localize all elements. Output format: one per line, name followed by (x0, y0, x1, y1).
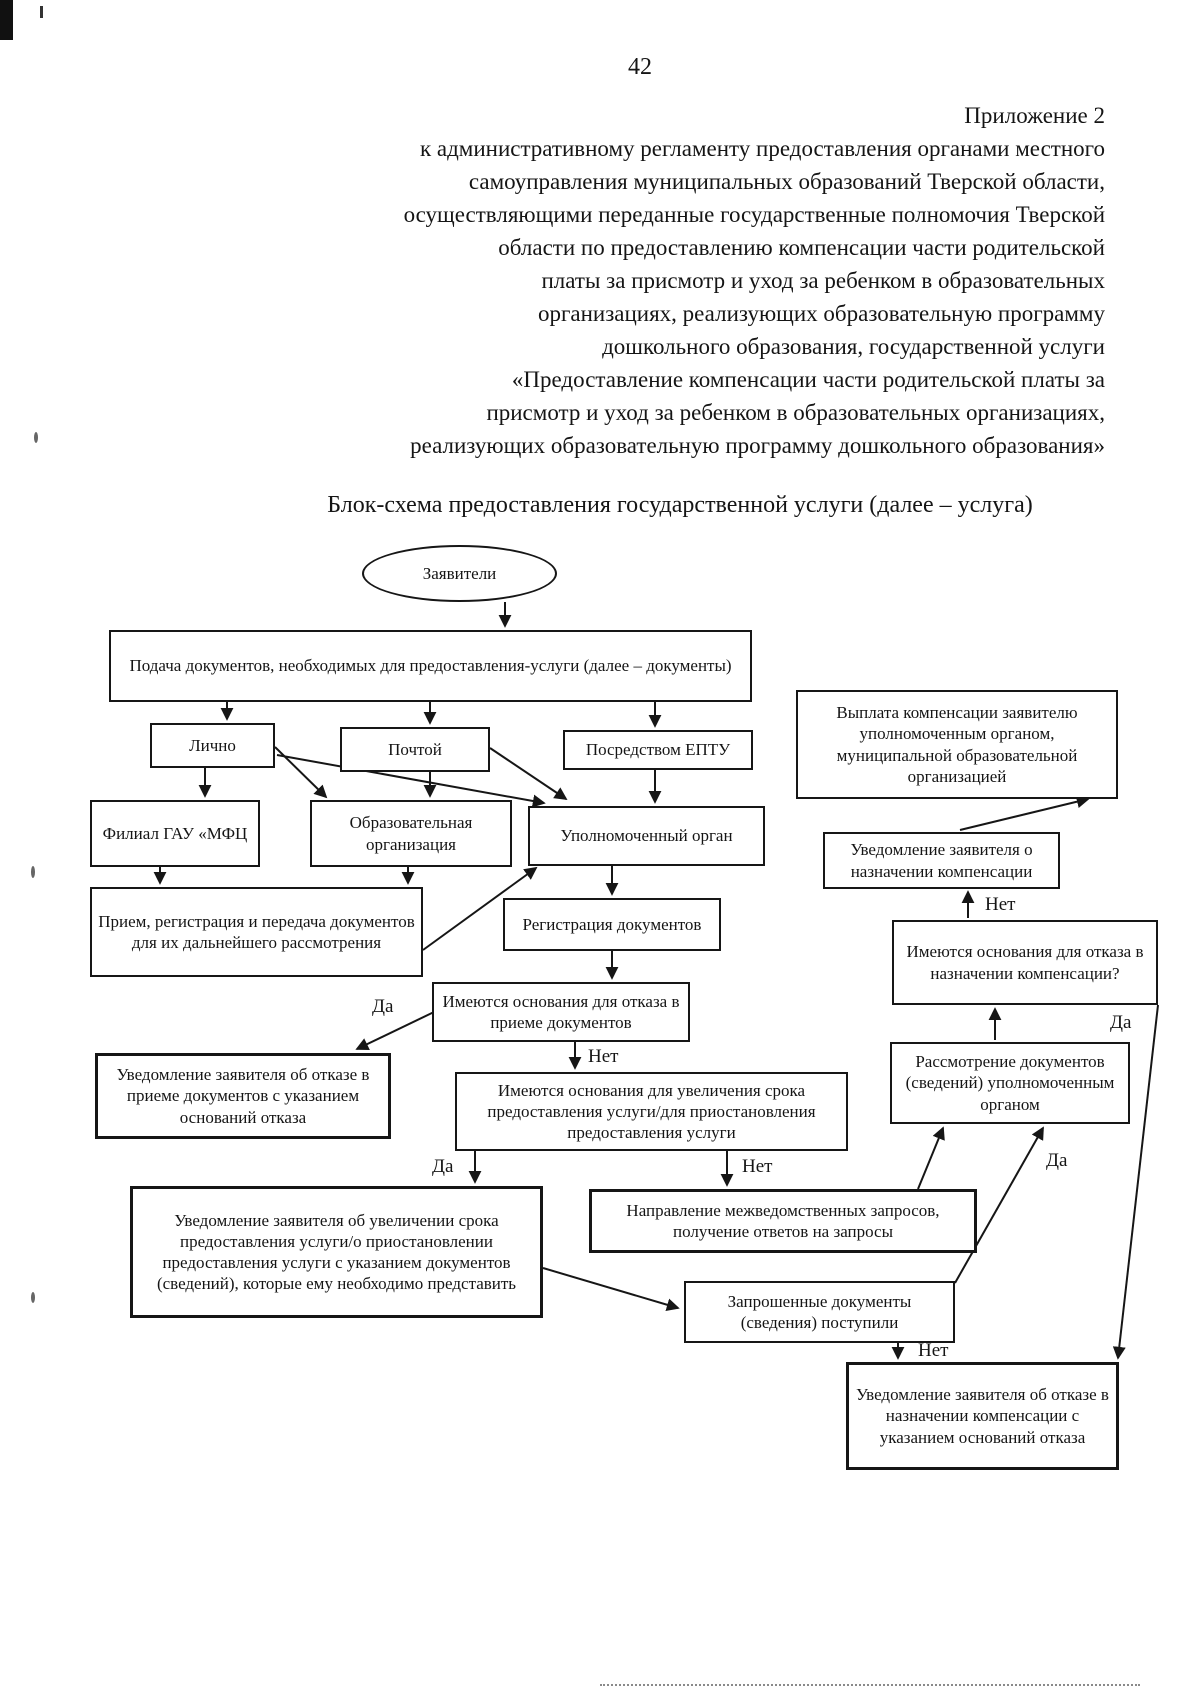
node-label: Имеются основания для отказа в назначени… (906, 942, 1144, 983)
node-authorized-body: Уполномоченный орган (528, 806, 765, 866)
node-label: Выплата компенсации заявителю уполномоче… (836, 703, 1078, 786)
node-by-mail: Почтой (340, 727, 490, 772)
edge-label-no-docs-received: Нет (918, 1340, 949, 1361)
node-via-eptu: Посредством ЕПТУ (563, 730, 753, 770)
node-label: Имеются основания для отказа в приеме до… (442, 991, 680, 1032)
appendix-line: «Предоставление компенсации части родите… (511, 367, 1105, 392)
node-extension-notice: Уведомление заявителя об увеличении срок… (130, 1186, 543, 1318)
appendix-line: к административному регламенту предостав… (419, 136, 1105, 161)
scan-mark (40, 6, 43, 18)
node-extension-grounds: Имеются основания для увеличения срока п… (455, 1072, 848, 1151)
node-docs-review: Рассмотрение документов (сведений) уполн… (890, 1042, 1130, 1124)
appendix-header: Приложение 2 к административному регламе… (140, 99, 1105, 462)
edge-extensionnotice-docsreceived (542, 1267, 680, 1312)
node-award-notice: Уведомление заявителя о назначении компе… (823, 832, 1060, 889)
node-label: Уведомление заявителя о назначении компе… (850, 840, 1033, 881)
node-label: Уведомление заявителя об отказе в назнач… (856, 1385, 1109, 1447)
edge-awardgrounds-refusalaward-yes (1112, 1004, 1159, 1360)
node-acceptance-refusal-grounds: Имеются основания для отказа в приеме до… (432, 982, 690, 1042)
edge-acceptgrounds-refusalnotice-yes (355, 1011, 435, 1051)
appendix-line: платы за присмотр и уход за ребенком в о… (541, 268, 1106, 293)
diagram-title: Блок-схема предоставления государственно… (327, 492, 1033, 518)
node-mfc-branch: Филиал ГАУ «МФЦ (90, 800, 260, 867)
node-award-refusal-notice: Уведомление заявителя об отказе в назнач… (846, 1362, 1119, 1470)
edge-label-yes-extension: Да (432, 1156, 454, 1177)
edge-inperson-eduorg (274, 746, 328, 799)
node-label: Прием, регистрация и передача документов… (98, 911, 415, 952)
node-submission: Подача документов, необходимых для предо… (109, 630, 752, 702)
page-number: 42 (628, 54, 652, 80)
appendix-line: Приложение 2 (964, 103, 1105, 128)
appendix-line: области по предоставлению компенсации ча… (498, 235, 1105, 260)
node-edu-org: Образовательная организация (310, 800, 512, 867)
scan-speck (31, 1292, 35, 1303)
node-label: Почтой (388, 739, 442, 759)
node-label: Направление межведомственных запросов, п… (626, 1200, 940, 1241)
edge-label-no-award-refusal: Нет (985, 894, 1016, 915)
node-label: Филиал ГАУ «МФЦ (102, 823, 248, 843)
node-label: Регистрация документов (522, 914, 702, 934)
node-label: Подача документов, необходимых для предо… (129, 656, 732, 676)
edge-docsreceived-review-yes (954, 1126, 1044, 1284)
appendix-line: организациях, реализующих образовательну… (537, 301, 1105, 326)
node-compensation-payment: Выплата компенсации заявителю уполномоче… (796, 690, 1118, 799)
node-label: Лично (189, 735, 236, 755)
edge-awardnotice-payment (959, 795, 1090, 831)
edge-reception-authbody (422, 866, 538, 951)
node-label: Заявители (422, 563, 497, 583)
node-registration: Регистрация документов (503, 898, 721, 951)
edge-bymail-authbody (489, 747, 568, 801)
node-applicants: Заявители (362, 545, 557, 602)
edge-label-no-extension: Нет (742, 1156, 773, 1177)
edge-label-yes-acceptance: Да (372, 996, 394, 1017)
node-label: Имеются основания для увеличения срока п… (487, 1080, 816, 1143)
node-label: Посредством ЕПТУ (585, 740, 731, 760)
node-label: Рассмотрение документов (сведений) уполн… (905, 1052, 1115, 1114)
edge-inperson-authbody (276, 754, 546, 808)
node-label: Уведомление заявителя об увеличении срок… (156, 1210, 517, 1294)
appendix-line: реализующих образовательную программу до… (410, 433, 1105, 458)
node-award-refusal-grounds: Имеются основания для отказа в назначени… (892, 920, 1158, 1005)
edge-label-no-acceptance: Нет (588, 1046, 619, 1067)
node-label: Уведомление заявителя об отказе в приеме… (116, 1065, 370, 1127)
node-in-person: Лично (150, 723, 275, 768)
node-interagency-requests: Направление межведомственных запросов, п… (589, 1189, 977, 1253)
appendix-line: самоуправления муниципальных образований… (468, 169, 1105, 194)
appendix-line: осуществляющими переданные государственн… (403, 202, 1105, 227)
appendix-line: дошкольного образования, государственной… (602, 334, 1105, 359)
node-acceptance-refusal-notice: Уведомление заявителя об отказе в приеме… (95, 1053, 391, 1139)
scan-corner-artifact (0, 0, 13, 40)
node-label: Образовательная организация (349, 813, 473, 854)
node-label: Уполномоченный орган (560, 826, 733, 846)
node-requested-docs-received: Запрошенные документы (сведения) поступи… (684, 1281, 955, 1343)
scan-bottom-rule (600, 1684, 1140, 1686)
node-reception: Прием, регистрация и передача документов… (90, 887, 423, 977)
scan-speck (31, 866, 35, 878)
appendix-line: присмотр и уход за ребенком в образовате… (486, 400, 1105, 425)
node-label: Запрошенные документы (сведения) поступи… (727, 1291, 912, 1332)
edge-label-yes-award-refusal: Да (1110, 1012, 1132, 1033)
scan-speck (34, 432, 38, 443)
edge-interagency-review (917, 1126, 945, 1190)
edge-label-yes-docs-received: Да (1046, 1150, 1068, 1171)
